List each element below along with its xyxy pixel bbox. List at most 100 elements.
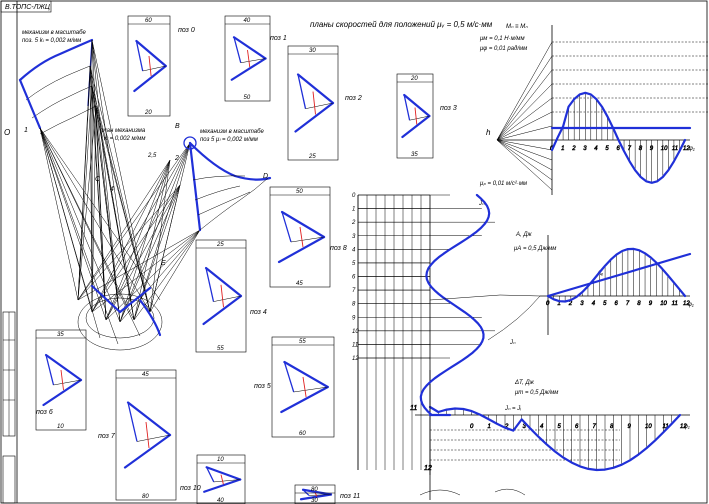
mech-ray xyxy=(77,184,181,301)
dim-label: 35 xyxy=(57,332,64,338)
velocity-vector xyxy=(126,401,172,437)
mechanism-right-wing: механизм в масштабе поз 5 μₗ = 0,002 м/м… xyxy=(147,123,272,232)
g3-tick: 11 xyxy=(663,424,669,430)
mech-ray xyxy=(105,159,171,321)
corner-stamp-text: В.ТОПС-ЛЖЦ xyxy=(5,4,50,11)
g2-tick: 10 xyxy=(660,301,667,307)
dim-label: 30 xyxy=(311,498,318,504)
g1-ray xyxy=(496,139,553,191)
velocity-plan-frame xyxy=(35,329,87,431)
g3-tick: 1 xyxy=(488,424,491,430)
dim-label: 60 xyxy=(145,18,152,24)
g4-tick: 11 xyxy=(352,342,358,348)
mech-ray xyxy=(133,159,171,321)
g1-ray xyxy=(496,111,553,141)
velocity-vector xyxy=(230,57,267,81)
g1-ray xyxy=(496,69,553,141)
velocity-vector xyxy=(302,489,310,496)
dim-label: 25 xyxy=(216,242,224,248)
force-marker xyxy=(302,376,307,398)
velocity-plan-frame xyxy=(196,454,246,504)
g2-line xyxy=(546,252,692,298)
velocity-vector xyxy=(45,354,55,386)
mechanism-positions: механизм в масштабе поз. 5 kₗ = 0,002 м/… xyxy=(4,30,201,351)
velocity-heading: планы скоростей для положений μᵥ = 0,5 м… xyxy=(310,20,493,29)
velocity-vector xyxy=(280,210,326,239)
side-stamp-bottom xyxy=(2,455,16,504)
mech-ray xyxy=(91,39,135,321)
dim-label: 20 xyxy=(144,110,152,116)
mech-title-2: поз. 5 kₗ = 0,002 м/мм xyxy=(22,38,81,44)
g1-tick: 2 xyxy=(571,146,576,152)
velocity-plan-frame xyxy=(269,186,331,288)
position-label: поз 6 xyxy=(36,409,53,416)
force-marker xyxy=(220,284,224,308)
g3-ylabel: ΔT, Дж xyxy=(514,380,535,386)
g1-tick: 11 xyxy=(672,146,678,152)
velocity-vector xyxy=(297,74,307,109)
mech-ray xyxy=(105,229,201,321)
g4-scale: μₚ = 0,01 м/с²·мм xyxy=(479,181,527,187)
g3-tick: 3 xyxy=(523,424,527,430)
point-O-label: O xyxy=(4,128,10,137)
velocity-vector xyxy=(202,294,243,326)
mech-ray xyxy=(39,127,141,337)
g1-curve xyxy=(550,91,687,184)
position-label: поз 5 xyxy=(254,383,271,390)
mech-ray xyxy=(77,142,191,301)
force-marker xyxy=(220,474,224,485)
g2-tick: 8 xyxy=(637,301,641,307)
g3-tick: 4 xyxy=(540,424,544,430)
g2-tick: 3 xyxy=(580,301,584,307)
plan-scale-title: план механизма xyxy=(100,128,146,134)
g1-ray xyxy=(496,125,553,141)
g2-tick: 1 xyxy=(557,301,560,307)
position-label: поз 7 xyxy=(98,433,116,440)
g2-curve xyxy=(546,247,687,303)
g1-scale-2: μφ = 0,01 рад/мм xyxy=(479,46,527,52)
mech-title-1: механизм в масштабе xyxy=(22,30,86,36)
velocity-vector xyxy=(133,64,167,93)
g1-tick: 10 xyxy=(661,146,668,152)
velocity-plan-frame xyxy=(294,484,336,504)
mech-ray xyxy=(133,229,201,321)
mech-ray xyxy=(95,105,135,321)
dim-label: 20 xyxy=(410,76,418,82)
g1-ray xyxy=(496,97,553,141)
velocity-vector xyxy=(299,493,333,501)
mech-ray xyxy=(77,85,93,301)
mech-ray xyxy=(119,229,201,323)
g4-tick: 5 xyxy=(352,261,356,267)
velocity-plan-frame xyxy=(224,15,271,102)
velocity-plan-frame xyxy=(195,239,247,353)
g2-tick: 7 xyxy=(626,301,630,307)
mech-ray xyxy=(77,229,201,301)
velocity-plan-frame xyxy=(115,369,177,501)
velocity-vector xyxy=(294,101,335,133)
dim-label: 50 xyxy=(244,95,251,101)
g3-tick: 2 xyxy=(504,424,509,430)
g3-xaxis: φ₁ xyxy=(684,424,690,430)
velocity-vector xyxy=(403,93,431,118)
mech-ray xyxy=(91,229,201,313)
g3-curve-label: Jₙ = Jᵢ xyxy=(504,406,521,412)
mech-ray xyxy=(39,127,135,321)
g3-tick: 9 xyxy=(628,424,632,430)
g4-tick: 8 xyxy=(352,302,356,308)
mech-ray xyxy=(149,229,201,313)
velocity-vector xyxy=(296,73,335,105)
svg-text:D: D xyxy=(263,173,268,180)
mech-ray xyxy=(77,65,91,301)
g2-tick: 2 xyxy=(568,301,573,307)
mech-ray xyxy=(119,159,171,323)
dim-label: 45 xyxy=(296,281,303,287)
g4-tick: 0 xyxy=(352,193,356,199)
g4-curve-label: Jₙ xyxy=(478,201,485,207)
dim-label: 30 xyxy=(309,48,316,54)
